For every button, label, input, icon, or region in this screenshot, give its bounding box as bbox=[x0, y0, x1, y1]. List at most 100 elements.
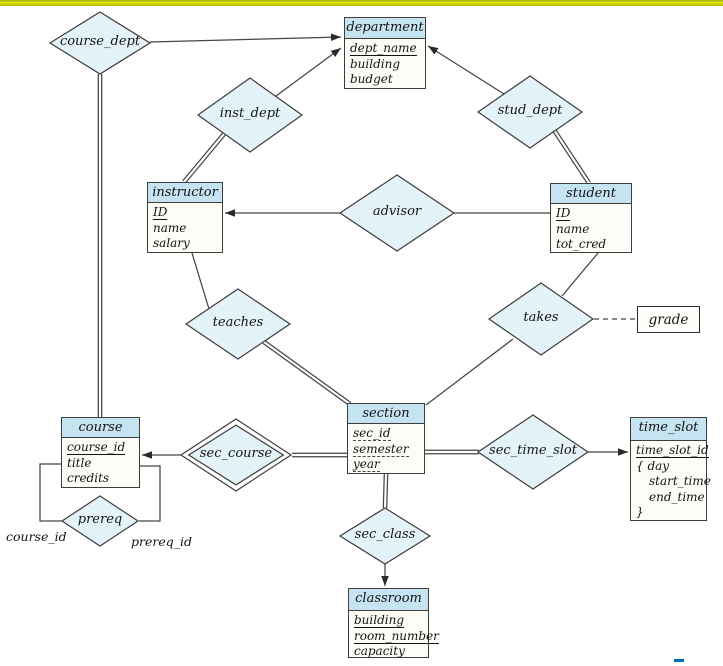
attribute-text: } bbox=[636, 505, 644, 519]
relationship-course_dept-diamond bbox=[48, 11, 152, 75]
arrowhead bbox=[330, 48, 341, 57]
attribute-text: salary bbox=[153, 236, 190, 250]
attribute-row: dept_name bbox=[350, 41, 425, 57]
attribute-row: course_id bbox=[67, 440, 139, 456]
attribute-row: room_number bbox=[354, 629, 439, 645]
attribute-text: ID bbox=[556, 206, 571, 221]
connector-line bbox=[182, 132, 224, 182]
attribute-text: course_id bbox=[67, 440, 126, 455]
attribute-text: room_number bbox=[354, 628, 439, 644]
attribute-row: sec_id bbox=[353, 426, 424, 442]
attribute-row: tot_cred bbox=[556, 237, 631, 253]
connector-line bbox=[554, 128, 591, 183]
arrowhead bbox=[428, 46, 439, 55]
attribute-row: } bbox=[636, 505, 706, 521]
attribute-row: semester bbox=[353, 442, 424, 458]
top-accent-bar bbox=[0, 0, 723, 6]
entity-course-title: course bbox=[62, 418, 139, 438]
connector-line bbox=[386, 474, 389, 509]
entity-instructor-title: instructor bbox=[148, 183, 222, 203]
relationship-sec_course-inner-diamond bbox=[187, 424, 285, 486]
connector-line bbox=[191, 252, 210, 310]
connector-line bbox=[427, 45, 505, 95]
relationship-sec_time_slot-diamond bbox=[476, 414, 590, 490]
attribute-text: sec_id bbox=[353, 426, 391, 441]
attribute-text: name bbox=[556, 221, 590, 236]
entity-department-title: department bbox=[345, 18, 425, 39]
attribute-row: credits bbox=[67, 471, 139, 487]
attribute-text: name bbox=[153, 220, 187, 235]
attribute-row: time_slot_id bbox=[636, 443, 709, 459]
attribute-row: ID bbox=[153, 205, 222, 221]
attribute-row: name bbox=[153, 221, 222, 237]
attribute-box-grade-label: grade bbox=[648, 311, 689, 328]
entity-student-title: student bbox=[551, 184, 631, 204]
attribute-row: building bbox=[354, 613, 428, 629]
attribute-text: title bbox=[67, 455, 92, 470]
relationship-takes-diamond bbox=[487, 282, 595, 356]
attribute-row: year bbox=[353, 457, 424, 473]
attribute-row: name bbox=[556, 222, 631, 238]
relationship-inst_dept-diamond bbox=[196, 77, 304, 153]
arrowhead bbox=[618, 448, 628, 456]
attribute-row: budget bbox=[350, 72, 425, 88]
connector-line bbox=[275, 47, 342, 97]
role-label-prereq_id: prereq_id bbox=[131, 534, 192, 549]
attribute-row: title bbox=[67, 456, 139, 472]
arrowhead bbox=[381, 576, 389, 586]
footer-mark bbox=[674, 659, 684, 662]
attribute-text: building bbox=[354, 613, 405, 628]
attribute-row: ID bbox=[556, 206, 631, 222]
relationship-prereq-diamond bbox=[60, 495, 140, 547]
attribute-text: building bbox=[350, 56, 401, 71]
attribute-row: building bbox=[350, 57, 425, 73]
attribute-text: start_time bbox=[649, 474, 711, 488]
entity-time_slot-title: time_slot bbox=[631, 418, 706, 441]
attribute-text: ID bbox=[153, 205, 168, 220]
attribute-row: capacity bbox=[354, 644, 428, 660]
relationship-stud_dept-diamond bbox=[476, 75, 584, 149]
connector-line bbox=[184, 134, 226, 184]
relationship-teaches-diamond bbox=[184, 288, 292, 360]
relationship-advisor-diamond bbox=[338, 174, 456, 252]
entity-section-title: section bbox=[348, 404, 424, 424]
attribute-text: { day bbox=[636, 458, 670, 473]
attribute-text: tot_cred bbox=[556, 237, 607, 251]
connector-line bbox=[561, 252, 599, 297]
arrowhead bbox=[142, 451, 152, 459]
connector-line bbox=[262, 342, 350, 406]
attribute-text: dept_name bbox=[350, 41, 417, 56]
attribute-text: credits bbox=[67, 471, 110, 485]
arrowhead bbox=[330, 33, 341, 42]
connector-line bbox=[264, 340, 352, 404]
attribute-row: end_time bbox=[636, 490, 706, 506]
arrowhead bbox=[225, 209, 235, 217]
role-label-course_id: course_id bbox=[6, 529, 67, 544]
attribute-text: end_time bbox=[649, 489, 705, 504]
connector-line bbox=[425, 338, 514, 406]
connector-line bbox=[149, 36, 342, 43]
connector-line bbox=[382, 473, 385, 508]
connector-line bbox=[39, 463, 62, 522]
attribute-row: salary bbox=[153, 236, 222, 252]
connector-line bbox=[139, 465, 161, 522]
attribute-text: semester bbox=[353, 441, 409, 457]
attribute-text: year bbox=[353, 457, 380, 472]
attribute-text: time_slot_id bbox=[636, 443, 709, 458]
attribute-box-grade: grade bbox=[637, 306, 700, 333]
